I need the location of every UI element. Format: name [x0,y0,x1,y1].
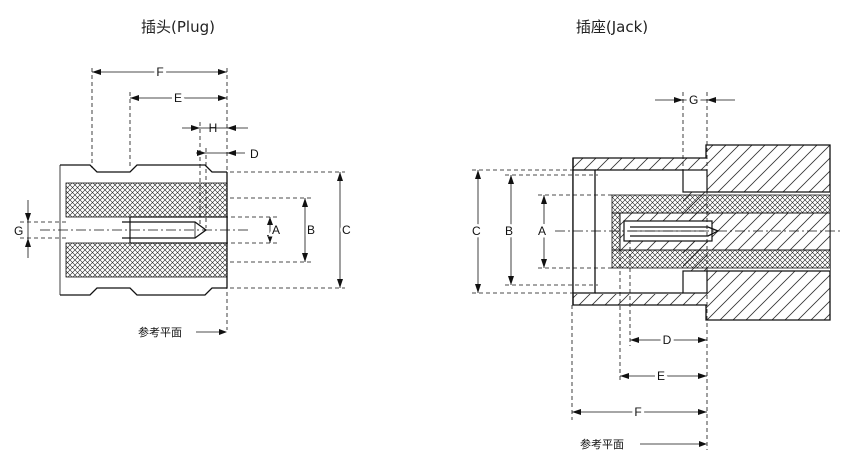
jack-dim-a: A [538,224,546,238]
jack-dim-f: F [634,405,641,419]
plug-dim-f: F [156,65,163,79]
plug-reference-plane: 参考平面 [138,325,182,339]
plug-dim-e: E [174,91,182,105]
plug-dim-b: B [307,223,315,237]
plug-dim-a: A [272,223,280,237]
jack-body [555,144,840,321]
plug-title: 插头(Plug) [141,18,215,36]
jack-dim-c: C [472,224,481,238]
jack-reference-plane: 参考平面 [580,437,624,451]
plug-drawing: 插头(Plug) [14,18,354,339]
plug-body [40,164,250,296]
jack-dim-d: D [663,333,672,347]
jack-dim-e: E [657,369,665,383]
jack-dim-b: B [505,224,513,238]
jack-dim-g: G [689,93,698,107]
jack-drawing: 插座(Jack) [470,18,840,451]
plug-dim-h: H [209,121,218,135]
jack-title: 插座(Jack) [576,18,648,36]
plug-dim-c: C [342,223,351,237]
plug-dim-d: D [250,147,259,161]
plug-dim-g: G [14,224,23,238]
